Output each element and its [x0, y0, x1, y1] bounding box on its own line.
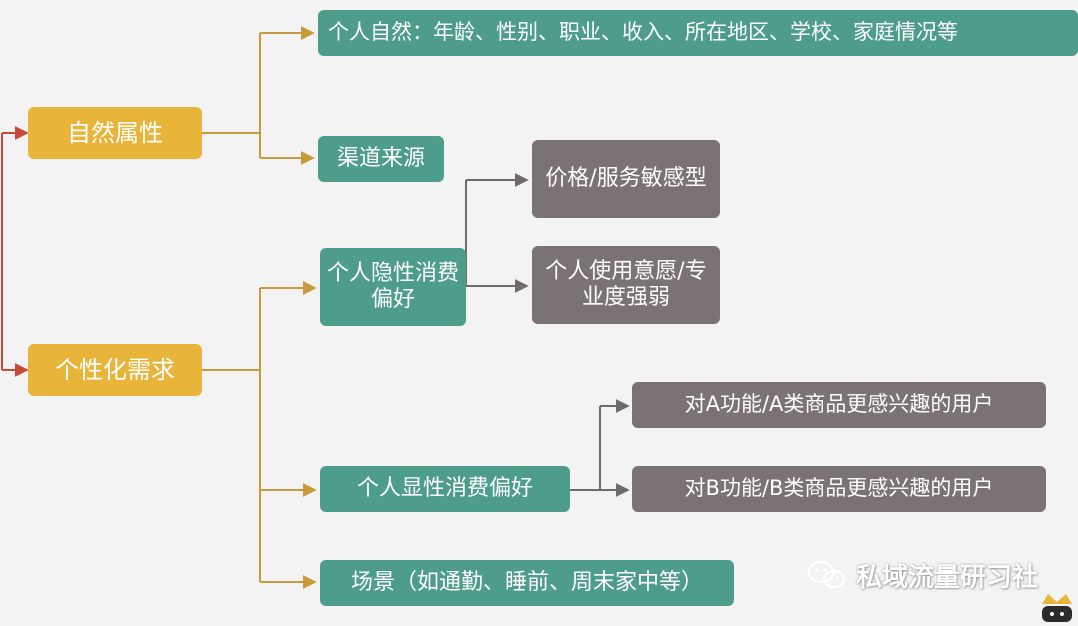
node-channel-source-label: 渠道来源: [336, 145, 425, 171]
node-personal-natural: 个人自然：年龄、性别、职业、收入、所在地区、学校、家庭情况等: [318, 10, 1078, 56]
node-usage-willingness-label: 个人使用意愿/专业度强弱: [545, 258, 707, 310]
explicit-connector: [570, 406, 601, 491]
node-price-sensitive: 价格/服务敏感型: [532, 140, 720, 218]
node-interest-a: 对A功能/A类商品更感兴趣的用户: [632, 382, 1046, 428]
natural-connector: [202, 33, 261, 158]
node-implicit-preference-label: 个人隐性消费偏好: [326, 260, 459, 312]
node-interest-b: 对B功能/B类商品更感兴趣的用户: [632, 466, 1046, 512]
node-price-sensitive-label: 价格/服务敏感型: [545, 165, 707, 191]
node-scenario-label: 场景（如通勤、睡前、周末家中等）: [350, 569, 703, 595]
watermark-text: 私域流量研习社: [856, 562, 1039, 593]
node-natural-attributes-label: 自然属性: [67, 118, 163, 147]
watermark: 私域流量研习社: [806, 555, 1038, 595]
personalized-connector: [202, 288, 261, 582]
node-channel-source: 渠道来源: [318, 136, 444, 182]
corner-crown-logo: [1036, 590, 1078, 622]
node-interest-a-label: 对A功能/A类商品更感兴趣的用户: [684, 392, 994, 417]
node-explicit-preference: 个人显性消费偏好: [320, 466, 570, 512]
node-explicit-preference-label: 个人显性消费偏好: [356, 475, 533, 501]
node-personalized-needs: 个性化需求: [28, 344, 202, 396]
node-interest-b-label: 对B功能/B类商品更感兴趣的用户: [684, 476, 994, 501]
node-usage-willingness: 个人使用意愿/专业度强弱: [532, 246, 720, 324]
node-personal-natural-label: 个人自然：年龄、性别、职业、收入、所在地区、学校、家庭情况等: [328, 20, 958, 45]
wechat-icon: [806, 559, 848, 591]
node-natural-attributes: 自然属性: [28, 107, 202, 159]
node-implicit-preference: 个人隐性消费偏好: [320, 248, 466, 326]
node-personalized-needs-label: 个性化需求: [55, 355, 175, 384]
node-scenario: 场景（如通勤、睡前、周末家中等）: [320, 560, 734, 606]
